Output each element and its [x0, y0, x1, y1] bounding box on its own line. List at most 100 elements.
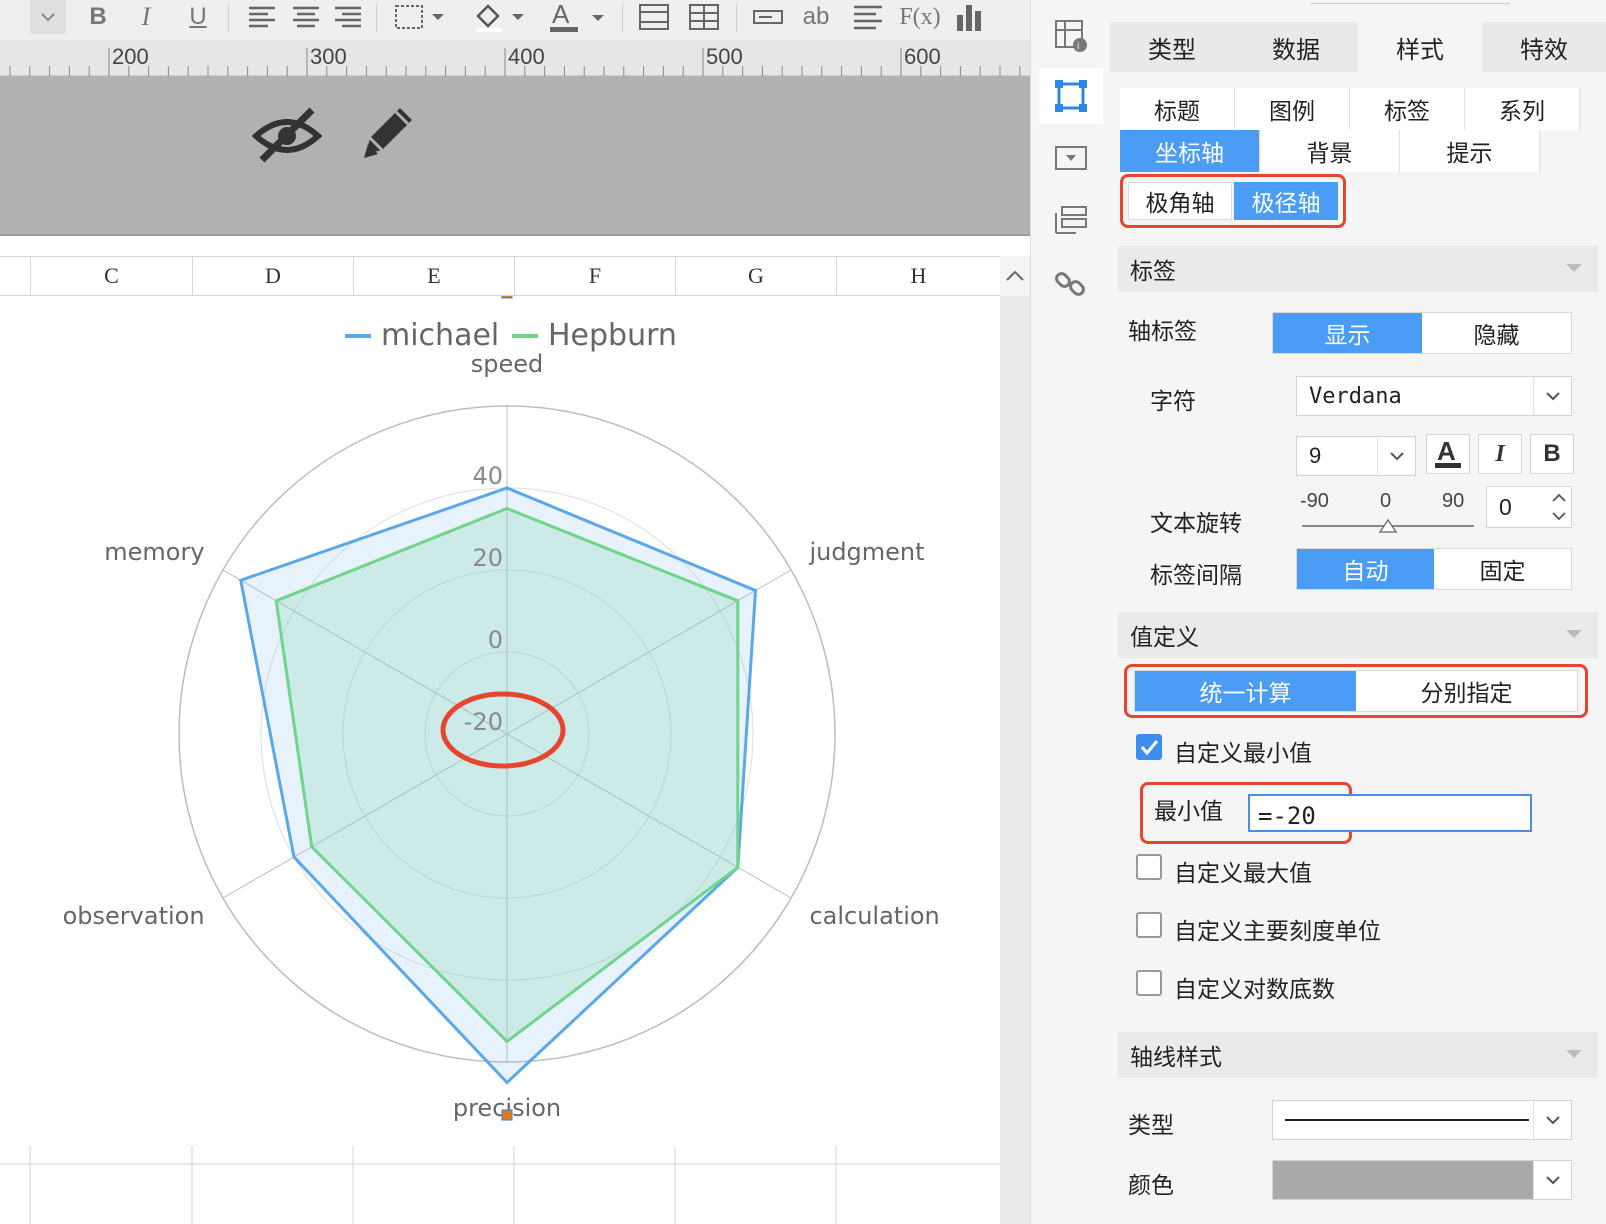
hide-option[interactable]: 隐藏 [1473, 322, 1520, 348]
border-icon[interactable] [392, 0, 452, 34]
pencil-icon[interactable] [356, 100, 420, 169]
subtab-series[interactable]: 系列 [1465, 88, 1580, 130]
rotate-max: 90 [1442, 490, 1465, 512]
table-icon[interactable] [684, 0, 724, 34]
fill-color-icon[interactable] [470, 0, 534, 34]
tab-style[interactable]: 样式 [1358, 22, 1482, 72]
legend-item: Hepburn [548, 318, 677, 353]
collapse-caret-icon [1566, 264, 1582, 272]
section-title: 值定义 [1130, 624, 1199, 650]
bold-button[interactable]: B [1530, 434, 1574, 474]
axis-style-section-header[interactable]: 轴线样式 [1118, 1032, 1598, 1078]
vertical-scrollbar[interactable] [1000, 296, 1030, 1224]
rotation-stepper[interactable]: 0 [1486, 486, 1572, 528]
axis-spoke [506, 569, 792, 735]
ruler-ticks [9, 48, 1021, 76]
font-size-select[interactable]: 9 [1296, 436, 1416, 476]
category-label: calculation [809, 902, 939, 930]
hidden-rows-area [0, 76, 1030, 236]
rotation-slider[interactable]: -90 0 90 [1300, 490, 1476, 540]
tab-effects[interactable]: 特效 [1482, 22, 1606, 72]
eye-off-icon[interactable] [251, 104, 323, 169]
list-settings-icon[interactable] [1039, 192, 1103, 248]
collapse-caret-icon [1566, 630, 1582, 638]
series-area-michael [238, 486, 758, 1085]
widget-icon[interactable] [1039, 130, 1103, 186]
column-header[interactable]: F [514, 257, 675, 295]
font-color-button[interactable]: A [1426, 434, 1470, 474]
custom-major-unit-checkbox[interactable] [1136, 912, 1162, 938]
resize-handle [501, 287, 513, 299]
column-headers: C D E F G H [0, 256, 1000, 296]
axis-type-switch: 极角轴 极径轴 [1120, 174, 1346, 228]
label-section-header[interactable]: 标签 [1118, 246, 1598, 292]
merge-cells-icon[interactable] [634, 0, 674, 34]
side-icon-strip: i [1030, 0, 1110, 1224]
angle-axis-tab[interactable]: 极角轴 [1128, 182, 1232, 220]
category-label: judgment [808, 538, 924, 566]
chevron-down-icon[interactable] [30, 0, 66, 34]
auto-option[interactable]: 自动 [1297, 549, 1434, 589]
show-option[interactable]: 显示 [1273, 313, 1422, 353]
radius-axis-tab[interactable]: 极径轴 [1234, 182, 1338, 220]
min-value-input[interactable]: =-20 [1248, 794, 1532, 832]
line-type-select[interactable] [1272, 1100, 1572, 1140]
legend-item: michael [381, 318, 499, 353]
cell-properties-icon[interactable]: i [1039, 8, 1103, 64]
min-value-label: 最小值 [1154, 798, 1223, 824]
align-right-icon[interactable] [330, 0, 366, 34]
subtab-legend[interactable]: 图例 [1235, 88, 1350, 130]
category-label: speed [471, 350, 544, 378]
column-header[interactable]: D [192, 257, 353, 295]
formula-icon[interactable]: F(x) [899, 3, 941, 30]
italic-icon[interactable]: I [141, 2, 151, 31]
italic-button[interactable]: I [1478, 434, 1522, 474]
column-header[interactable]: G [675, 257, 836, 295]
column-header[interactable]: H [836, 257, 1000, 295]
column-header[interactable]: C [30, 257, 192, 295]
interval-toggle: 自动 固定 [1296, 548, 1572, 590]
subtab-axis[interactable]: 坐标轴 [1120, 130, 1260, 172]
link-icon[interactable] [1039, 256, 1103, 312]
font-select[interactable]: Verdana [1296, 376, 1572, 416]
custom-log-base-checkbox[interactable] [1136, 970, 1162, 996]
ruler-mark: 600 [904, 44, 941, 69]
value-section-header[interactable]: 值定义 [1118, 612, 1598, 658]
calc-mode-toggle: 统一计算 分别指定 [1134, 670, 1578, 712]
tab-data[interactable]: 数据 [1234, 22, 1358, 72]
stepper-arrows-icon[interactable] [1549, 487, 1569, 527]
separate-option[interactable]: 分别指定 [1420, 680, 1513, 706]
category-label: memory [104, 538, 204, 566]
horizontal-ruler: 200 300 400 500 600 [0, 40, 1030, 76]
subtab-title[interactable]: 标题 [1120, 88, 1235, 130]
text-icon[interactable]: ab [802, 3, 830, 30]
editor-area: B I U A ab [0, 0, 1030, 1224]
chart-properties-icon[interactable] [1039, 68, 1103, 124]
font-value: Verdana [1309, 383, 1402, 409]
fixed-option[interactable]: 固定 [1479, 558, 1526, 584]
underline-icon[interactable]: U [189, 3, 207, 30]
bold-icon[interactable]: B [89, 3, 107, 30]
bar-chart-icon[interactable] [950, 0, 990, 34]
subtab-label[interactable]: 标签 [1350, 88, 1465, 130]
subtab-tooltip[interactable]: 提示 [1400, 130, 1540, 172]
column-header[interactable]: E [353, 257, 514, 295]
paragraph-icon[interactable] [848, 0, 888, 34]
svg-text:A: A [1437, 438, 1456, 466]
radar-chart-svg: -2002040speedjudgmentcalculationprecisio… [63, 287, 940, 1122]
font-size-field[interactable] [0, 0, 30, 34]
unified-option[interactable]: 统一计算 [1135, 671, 1356, 711]
subtab-background[interactable]: 背景 [1260, 130, 1400, 172]
font-color-icon[interactable]: A [546, 0, 610, 34]
textbox-icon[interactable] [748, 0, 788, 34]
custom-min-checkbox[interactable] [1136, 734, 1162, 760]
custom-max-checkbox[interactable] [1136, 854, 1162, 880]
tab-type[interactable]: 类型 [1110, 22, 1234, 72]
axis-spoke [222, 733, 508, 899]
radial-tick-label: 0 [488, 626, 503, 654]
align-center-icon[interactable] [288, 0, 324, 34]
align-left-icon[interactable] [244, 0, 280, 34]
line-color-select[interactable] [1272, 1160, 1572, 1200]
scroll-up-button[interactable] [1000, 256, 1030, 296]
